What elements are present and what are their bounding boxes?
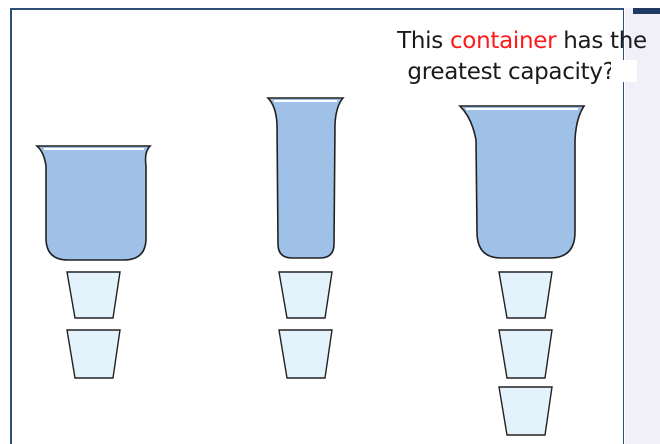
cup-icon — [66, 329, 121, 379]
cup-icon — [278, 271, 333, 319]
caption-suffix: has the — [556, 28, 647, 54]
question-caption: This container has the greatest capacity… — [384, 26, 660, 88]
caption-highlight: container — [449, 28, 557, 54]
caption-prefix: This — [397, 28, 450, 54]
large-container-body — [458, 105, 586, 259]
caption-line2: greatest capacity? — [407, 59, 615, 85]
medium-container — [34, 145, 152, 379]
tall-container — [266, 97, 345, 379]
cup-icon — [66, 271, 121, 319]
caption-cover — [610, 60, 637, 82]
medium-container-body — [34, 145, 152, 261]
cup-icon — [498, 271, 553, 319]
cup-icon — [498, 329, 553, 379]
large-container — [458, 105, 586, 436]
side-panel-tab — [633, 8, 660, 14]
cup-icon — [498, 386, 553, 436]
tall-container-body — [266, 97, 345, 259]
cup-icon — [278, 329, 333, 379]
